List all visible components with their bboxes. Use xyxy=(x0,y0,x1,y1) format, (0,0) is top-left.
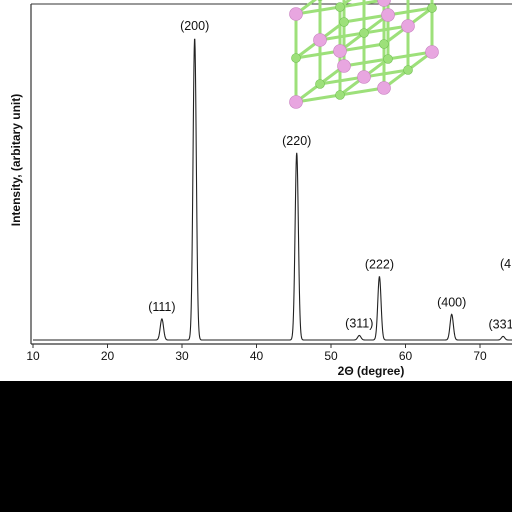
crystal-atom-large xyxy=(381,8,395,22)
x-axis-ticks: 10 20 30 40 50 60 70 xyxy=(26,344,487,363)
crystal-atom-small xyxy=(335,2,345,12)
peak-label: (331) xyxy=(489,317,512,331)
crystal-atom-small xyxy=(339,17,349,27)
x-tick-label: 40 xyxy=(250,349,264,363)
crystal-bond xyxy=(363,68,409,79)
crystal-atom-small xyxy=(427,3,437,13)
crystal-bond xyxy=(339,42,385,53)
peak-label: (4 xyxy=(500,257,511,271)
crystal-atom-large xyxy=(377,81,391,95)
peak-label: (311) xyxy=(345,316,373,330)
crystal-atom-large xyxy=(313,33,327,47)
xrd-pattern-line xyxy=(33,38,512,341)
peak-label: (200) xyxy=(180,19,209,33)
crystal-atom-small xyxy=(383,54,393,64)
crystal-bond xyxy=(319,31,365,42)
crystal-atom-large xyxy=(289,7,303,21)
crystal-atom-small xyxy=(317,0,323,1)
crystal-atom-large xyxy=(377,0,391,7)
crystal-bond xyxy=(387,50,433,61)
x-tick-label: 30 xyxy=(175,349,189,363)
crystal-atom-large xyxy=(337,59,351,73)
crystal-bond xyxy=(343,57,389,68)
y-axis-title: Intensity, (arbitary unit) xyxy=(9,94,23,226)
crystal-atom-small xyxy=(291,53,301,63)
crystal-bond xyxy=(363,24,409,35)
peak-label: (400) xyxy=(437,295,466,309)
peak-label: (222) xyxy=(365,258,394,272)
crystal-atom-large xyxy=(425,45,439,59)
crystal-bond xyxy=(295,5,341,16)
x-axis-title: 2Θ (degree) xyxy=(338,364,405,378)
crystal-bond xyxy=(339,86,385,97)
x-tick-label: 70 xyxy=(473,349,487,363)
crystal-atom-small xyxy=(379,39,389,49)
crystal-atom-small xyxy=(403,65,413,75)
peak-label: (111) xyxy=(148,300,175,314)
crystal-bond xyxy=(339,0,352,9)
crystal-atom-small xyxy=(335,90,345,100)
crystal-bond xyxy=(387,6,433,17)
x-tick-label: 60 xyxy=(399,349,413,363)
crystal-atom-large xyxy=(401,19,415,33)
peak-labels: (111) (200) (220) (311) (222) (400) (331) (4 xyxy=(148,19,512,331)
peak-label: (220) xyxy=(282,134,311,148)
crystal-bond xyxy=(295,93,341,104)
crystal-structure-image xyxy=(289,0,439,109)
crystal-bond xyxy=(343,13,389,24)
crystal-atom-large xyxy=(289,95,303,109)
crystal-bond xyxy=(295,49,341,60)
x-tick-label: 20 xyxy=(101,349,115,363)
crystal-atom-large xyxy=(333,44,347,58)
crystal-atom-large xyxy=(357,70,371,84)
crystal-bond xyxy=(319,75,365,86)
black-band xyxy=(0,381,512,512)
crystal-bond xyxy=(339,0,385,9)
x-tick-label: 50 xyxy=(324,349,338,363)
x-tick-label: 10 xyxy=(26,349,40,363)
crystal-atom-small xyxy=(315,79,325,89)
crystal-atom-small xyxy=(359,28,369,38)
